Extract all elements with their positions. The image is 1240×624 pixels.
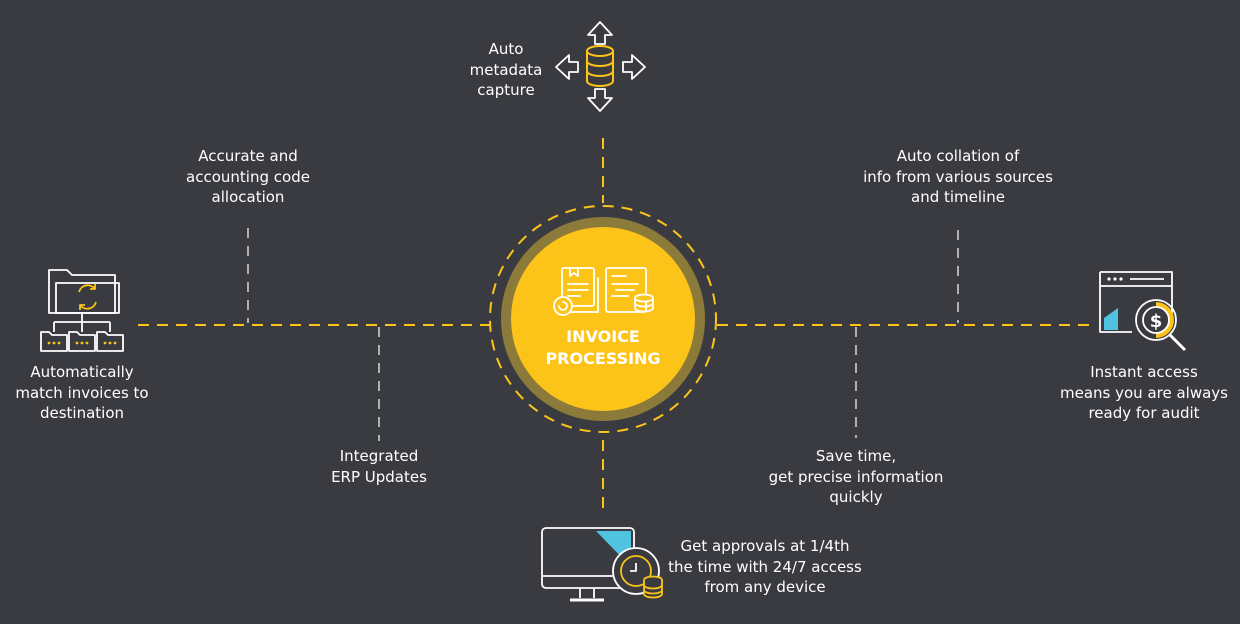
connector-lines bbox=[138, 138, 1095, 512]
label-auto-metadata: Auto metadata capture bbox=[469, 40, 543, 99]
hub-title-line1: INVOICE bbox=[566, 327, 640, 346]
folder-sync-network-icon bbox=[40, 269, 124, 352]
label-erp-updates: Integrated ERP Updates bbox=[331, 447, 427, 486]
center-hub: INVOICE PROCESSING bbox=[489, 205, 717, 433]
label-match-invoices: Automatically match invoices to destinat… bbox=[15, 363, 149, 422]
svg-text:$: $ bbox=[1150, 311, 1163, 332]
hub-dashed-ring bbox=[489, 205, 717, 433]
label-auto-collation: Auto collation of info from various sour… bbox=[863, 147, 1053, 206]
invoice-documents-icon bbox=[553, 267, 654, 316]
branch-lines bbox=[247, 228, 959, 441]
label-save-time: Save time, get precise information quick… bbox=[768, 447, 944, 506]
label-get-approvals: Get approvals at 1/4th the time with 24/… bbox=[668, 537, 862, 596]
hub-core bbox=[511, 227, 695, 411]
browser-dollar-search-icon: $ bbox=[1099, 271, 1187, 352]
label-instant-access: Instant access means you are always read… bbox=[1060, 363, 1228, 422]
hub-title-line2: PROCESSING bbox=[545, 349, 660, 368]
database-arrows-icon bbox=[555, 21, 646, 112]
monitor-clock-coins-icon bbox=[541, 527, 663, 602]
label-accounting-allocation: Accurate and accounting code allocation bbox=[186, 147, 310, 206]
